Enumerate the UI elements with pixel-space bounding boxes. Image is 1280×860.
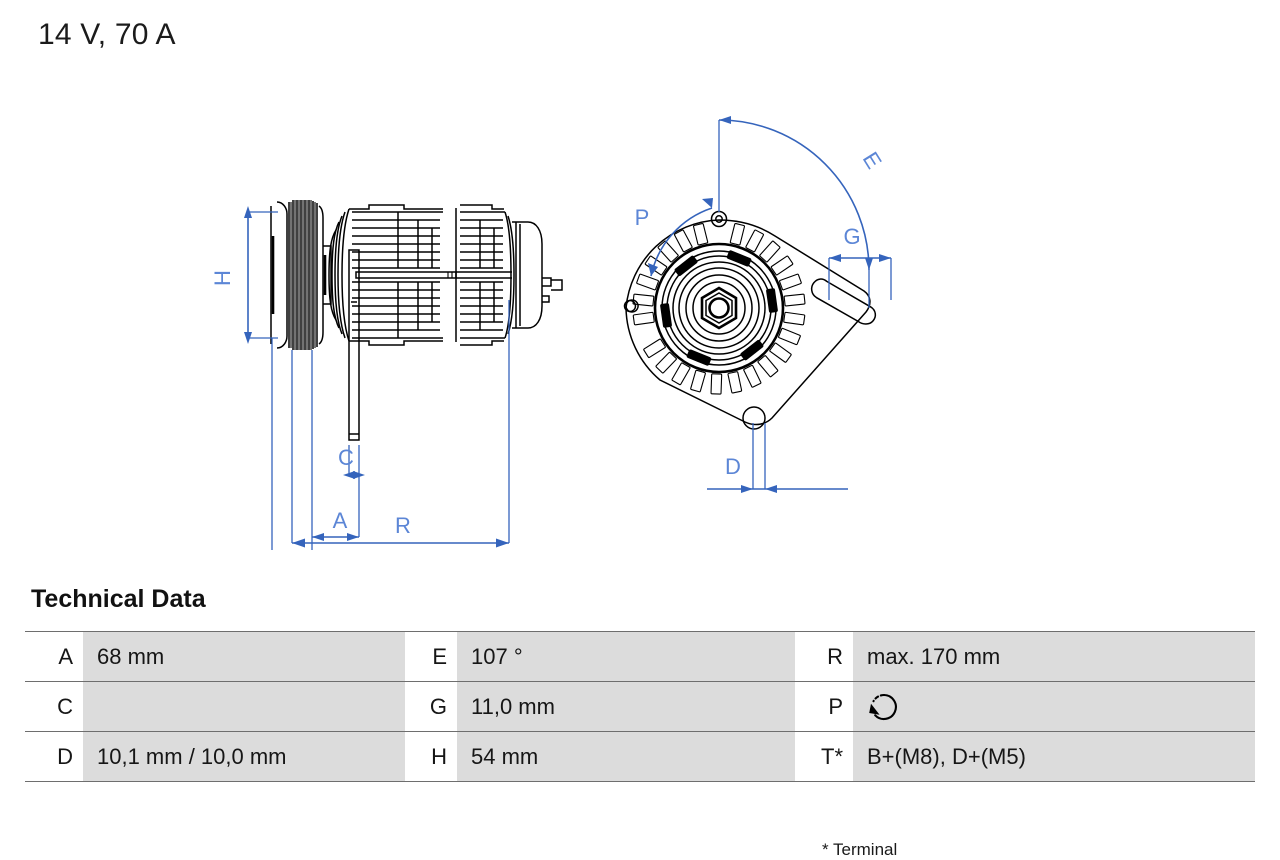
technical-data-table: A 68 mm E 107 ° R max. 170 mm C G 11,0 m…	[25, 631, 1255, 782]
technical-drawing: H C A R	[0, 50, 1280, 570]
slip-ring-housing	[455, 204, 515, 346]
spec-key-t: T*	[795, 731, 853, 782]
dimension-H: H	[210, 206, 313, 550]
spec-value-g: 11,0 mm	[457, 681, 795, 732]
spec-key-c: C	[25, 681, 83, 732]
dimension-E: E	[718, 116, 887, 308]
alternator-front-view: E G D P	[623, 116, 892, 493]
rotation-direction-icon	[869, 693, 897, 720]
spec-value-t: B+(M8), D+(M5)	[853, 731, 1255, 782]
dimension-label-H: H	[210, 270, 235, 286]
spec-key-r: R	[795, 631, 853, 682]
spec-key-h: H	[405, 731, 457, 782]
spec-key-a: A	[25, 631, 83, 682]
spec-value-h: 54 mm	[457, 731, 795, 782]
table-row: A 68 mm E 107 ° R max. 170 mm	[25, 631, 1255, 682]
dimension-R: R	[291, 300, 510, 548]
dimension-label-R: R	[395, 513, 411, 538]
page-title: 14 V, 70 A	[38, 18, 176, 51]
spec-key-g: G	[405, 681, 457, 732]
dimension-label-C: C	[338, 445, 354, 470]
spec-value-c	[83, 681, 405, 732]
spec-value-p	[853, 681, 1255, 732]
dimension-G: G	[828, 224, 892, 300]
terminal-footnote: * Terminal	[822, 840, 898, 859]
dimension-A: A	[312, 475, 360, 541]
technical-data-heading: Technical Data	[31, 585, 206, 613]
dimension-C: C	[338, 445, 365, 479]
spec-key-e: E	[405, 631, 457, 682]
dimension-P: P	[635, 198, 713, 277]
dimension-D: D	[707, 423, 848, 493]
dimension-label-E: E	[858, 147, 887, 173]
rear-cover	[447, 221, 563, 329]
spec-key-p: P	[795, 681, 853, 732]
dimension-label-P: P	[635, 205, 650, 230]
spec-value-a: 68 mm	[83, 631, 405, 682]
dimension-label-A: A	[333, 508, 348, 533]
spec-value-d: 10,1 mm / 10,0 mm	[83, 731, 405, 782]
dimension-label-G: G	[843, 224, 860, 249]
spec-key-d: D	[25, 731, 83, 782]
table-row: C G 11,0 mm P	[25, 681, 1255, 732]
table-row: D 10,1 mm / 10,0 mm H 54 mm T* B+(M8), D…	[25, 731, 1255, 782]
drive-end-housing	[328, 204, 457, 346]
rotor-face	[653, 242, 785, 374]
pulley	[270, 200, 332, 350]
ventilation-slots	[632, 223, 806, 395]
alternator-side-view: H C A R	[210, 200, 563, 550]
spec-value-e: 107 °	[457, 631, 795, 682]
dimension-label-D: D	[725, 454, 741, 479]
spec-value-r: max. 170 mm	[853, 631, 1255, 682]
mounting-foot	[348, 249, 360, 441]
